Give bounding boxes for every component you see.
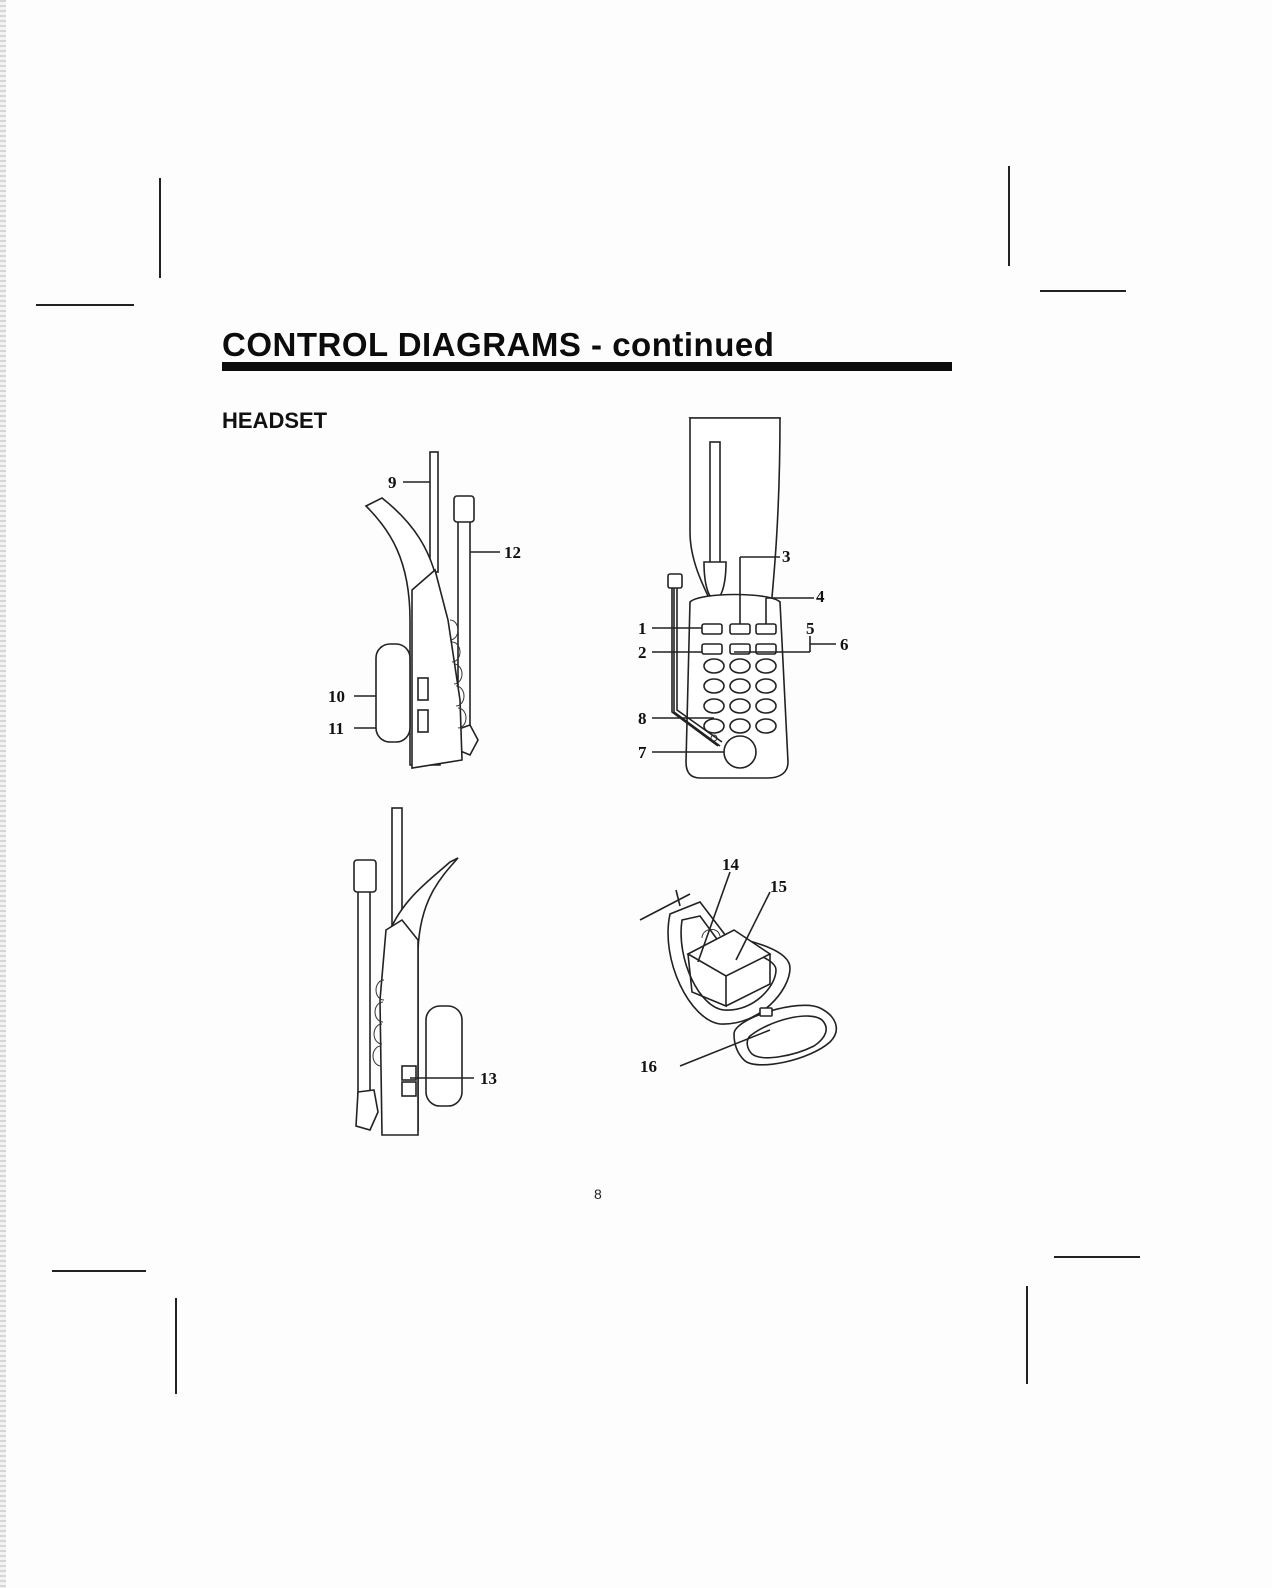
callout-3: 3 xyxy=(782,547,791,566)
title-rule xyxy=(222,362,952,371)
callout-2: 2 xyxy=(638,643,647,662)
callout-13: 13 xyxy=(480,1069,497,1088)
callout-12: 12 xyxy=(504,543,521,562)
crop-mark xyxy=(52,1270,146,1272)
callout-16: 16 xyxy=(640,1057,657,1076)
headset-left-side-diagram: 9 12 10 11 xyxy=(328,451,521,769)
callout-10: 10 xyxy=(328,687,345,706)
callout-1: 1 xyxy=(638,619,647,638)
crop-mark xyxy=(159,178,161,278)
crop-mark xyxy=(1040,290,1126,292)
page-number: 8 xyxy=(594,1186,602,1202)
crop-mark xyxy=(1026,1286,1028,1384)
callout-14: 14 xyxy=(722,855,740,874)
ridge-group xyxy=(449,619,467,729)
section-heading: HEADSET xyxy=(222,408,328,433)
crop-mark xyxy=(36,304,134,306)
callout-11: 11 xyxy=(328,719,344,738)
earpiece-battery-diagram: 14 15 16 xyxy=(639,855,838,1076)
callout-5: 5 xyxy=(806,619,815,638)
callout-15: 15 xyxy=(770,877,787,896)
headset-right-side-diagram: 13 xyxy=(353,807,497,1136)
callout-4: 4 xyxy=(816,587,825,606)
scan-edge xyxy=(0,0,6,1588)
callout-6: 6 xyxy=(840,635,849,654)
crop-mark xyxy=(1008,166,1010,266)
headset-front-diagram: 1 2 3 4 5 6 8 7 xyxy=(638,417,849,779)
crop-mark xyxy=(1054,1256,1140,1258)
callout-9: 9 xyxy=(388,473,397,492)
callout-8: 8 xyxy=(638,709,647,728)
crop-mark xyxy=(175,1298,177,1394)
number-keypad xyxy=(703,658,777,734)
page-title: CONTROL DIAGRAMS - continued xyxy=(222,326,775,363)
ridge-group xyxy=(372,979,385,1067)
callout-7: 7 xyxy=(638,743,647,762)
